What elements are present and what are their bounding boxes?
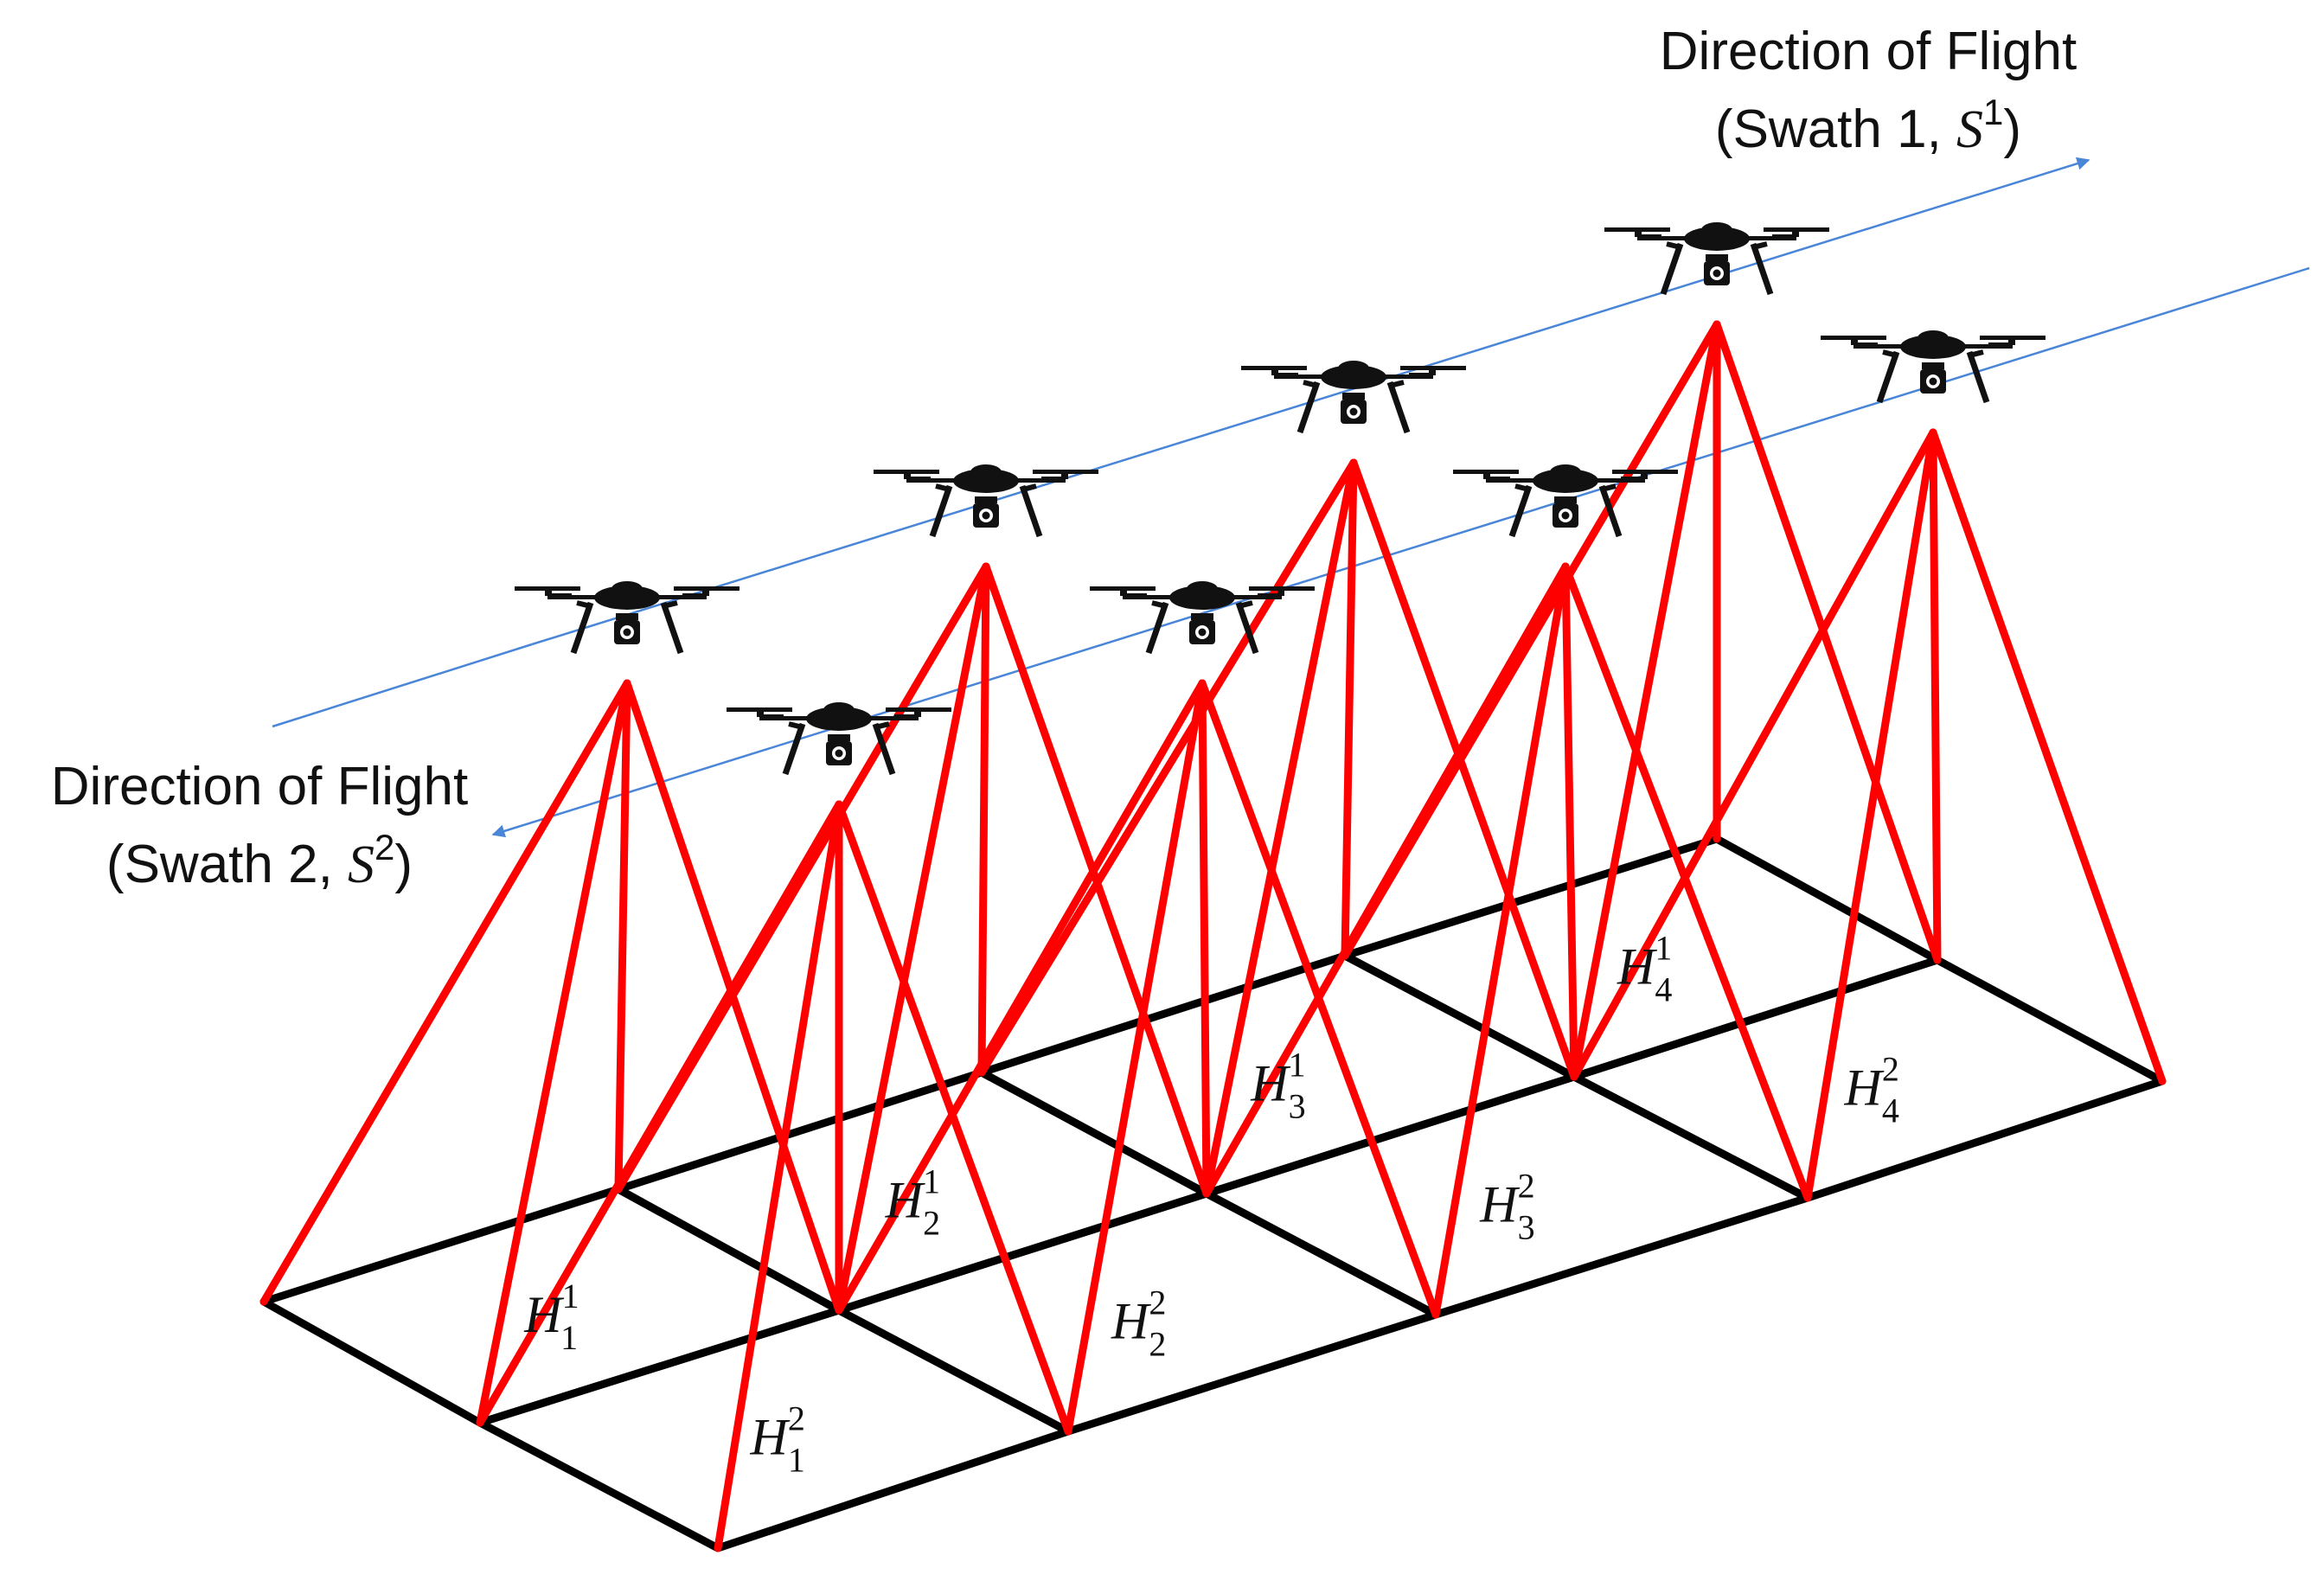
- swath-1-subtitle: (Swath 1, S1): [1715, 92, 2021, 159]
- frustum-swath-1-1-edge-4: [476, 679, 631, 1427]
- frustum-swath-2-3-edge-4: [1431, 562, 1570, 1319]
- frustum-swath-2-2-edge-4: [1064, 679, 1207, 1436]
- drone-swath-2-4: [1821, 330, 2046, 402]
- drone-swath-1-3: [1241, 361, 1466, 432]
- swath-2-label: Direction of Flight (Swath 2, S2): [51, 757, 468, 894]
- drones: [515, 222, 2046, 774]
- frustum-swath-1-4-edge-4: [1570, 320, 1721, 1081]
- drone-icon: [874, 464, 1098, 536]
- drone-swath-2-2: [1090, 581, 1315, 653]
- swath-1-label: Direction of Flight (Swath 1, S1): [1660, 22, 2077, 159]
- swath-1-title: Direction of Flight: [1660, 22, 2077, 81]
- swath-2-title: Direction of Flight: [51, 757, 468, 816]
- drone-swath-2-1: [727, 702, 951, 774]
- frustum-swath-2-3-edge-1: [1202, 562, 1570, 1198]
- frustum-swath-2-4-edge-3: [1929, 428, 2167, 1085]
- frustum-swath-1-4-edge-3: [1713, 320, 1942, 964]
- drone-icon: [1604, 222, 1829, 294]
- frustum-swath-2-1-edge-1: [476, 800, 843, 1427]
- frustum-swath-2-4-edge-2: [1929, 428, 1942, 964]
- frustum-swath-1-2-edge-2: [977, 562, 990, 1077]
- frustum-swath-2-2-edge-2: [1198, 679, 1211, 1198]
- frustum-swath-2-4-edge-1: [1570, 428, 1937, 1081]
- drone-icon: [727, 702, 951, 774]
- frustum-swath-1-3-edge-2: [1341, 458, 1358, 960]
- frustum-swath-1-3-edge-3: [1349, 458, 1578, 1081]
- flight-path-swath-2: [491, 266, 2310, 838]
- frustum-swath-1-1-edge-1: [259, 679, 631, 1306]
- frustum-swath-1-1-edge-2: [614, 679, 631, 1194]
- frustum-swath-2-3-edge-2: [1561, 562, 1578, 1081]
- camera-frustums: [259, 320, 2167, 1552]
- drone-swath-1-4: [1604, 222, 1829, 294]
- swath-2-subtitle: (Swath 2, S2): [106, 827, 413, 894]
- frustum-swath-1-3-edge-1: [977, 458, 1358, 1077]
- drone-icon: [1821, 330, 2046, 402]
- frustum-swath-2-2-edge-1: [835, 679, 1207, 1315]
- drone-swath-1-1: [515, 581, 739, 653]
- frustum-swath-1-3-edge-4: [1202, 458, 1358, 1198]
- frustum-swath-1-3: [977, 458, 1578, 1198]
- drone-swath-1-2: [874, 464, 1098, 536]
- ground-grid: [259, 835, 2167, 1552]
- flight-paths: [272, 157, 2310, 838]
- frustum-swath-1-2-edge-4: [835, 562, 990, 1315]
- drone-icon: [1241, 361, 1466, 432]
- drone-icon: [515, 581, 739, 653]
- drone-icon: [1090, 581, 1315, 653]
- flight-path-swath-1-tail: [272, 643, 533, 728]
- frustum-swath-2-4-edge-4: [1803, 428, 1937, 1202]
- frustum-swath-2-4: [1570, 428, 2167, 1202]
- frustum-swath-2-1-edge-4: [714, 800, 843, 1552]
